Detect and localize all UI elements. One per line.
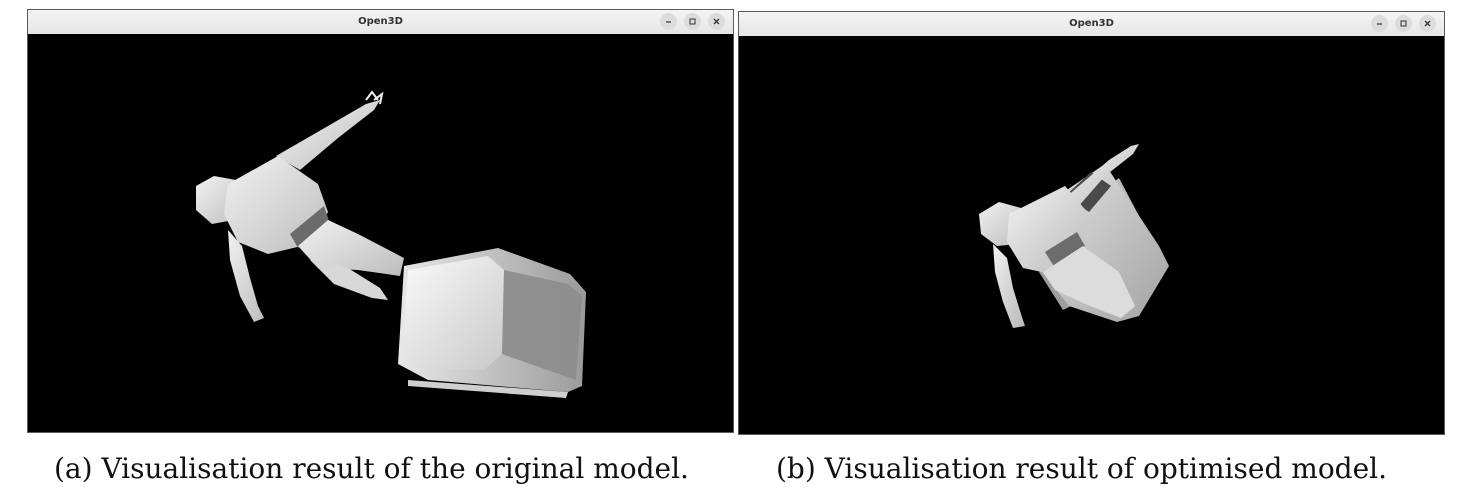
window-titlebar[interactable]: Open3D bbox=[28, 10, 733, 35]
human-mesh bbox=[979, 144, 1139, 328]
maximize-icon bbox=[689, 18, 696, 25]
window-titlebar[interactable]: Open3D bbox=[739, 12, 1444, 37]
maximize-button[interactable] bbox=[684, 13, 701, 30]
open3d-window-right: Open3D bbox=[738, 11, 1445, 435]
minimize-icon bbox=[666, 21, 671, 23]
human-mesh bbox=[196, 90, 404, 322]
minimize-button[interactable] bbox=[660, 13, 677, 30]
minimize-button[interactable] bbox=[1371, 15, 1388, 32]
close-button[interactable] bbox=[1419, 15, 1436, 32]
rendered-scene bbox=[196, 90, 586, 398]
chair-mesh bbox=[398, 248, 586, 398]
3d-viewport[interactable] bbox=[739, 36, 1444, 434]
close-icon bbox=[1424, 20, 1431, 27]
open3d-window-left: Open3D bbox=[27, 9, 734, 433]
rendered-scene bbox=[979, 144, 1169, 328]
close-icon bbox=[713, 18, 720, 25]
maximize-icon bbox=[1400, 20, 1407, 27]
caption-a: (a) Visualisation result of the original… bbox=[54, 452, 689, 485]
window-title: Open3D bbox=[358, 16, 403, 27]
window-title: Open3D bbox=[1069, 18, 1114, 29]
3d-viewport[interactable] bbox=[28, 34, 733, 432]
caption-b: (b) Visualisation result of optimised mo… bbox=[776, 452, 1388, 485]
minimize-icon bbox=[1377, 23, 1382, 25]
maximize-button[interactable] bbox=[1395, 15, 1412, 32]
close-button[interactable] bbox=[708, 13, 725, 30]
